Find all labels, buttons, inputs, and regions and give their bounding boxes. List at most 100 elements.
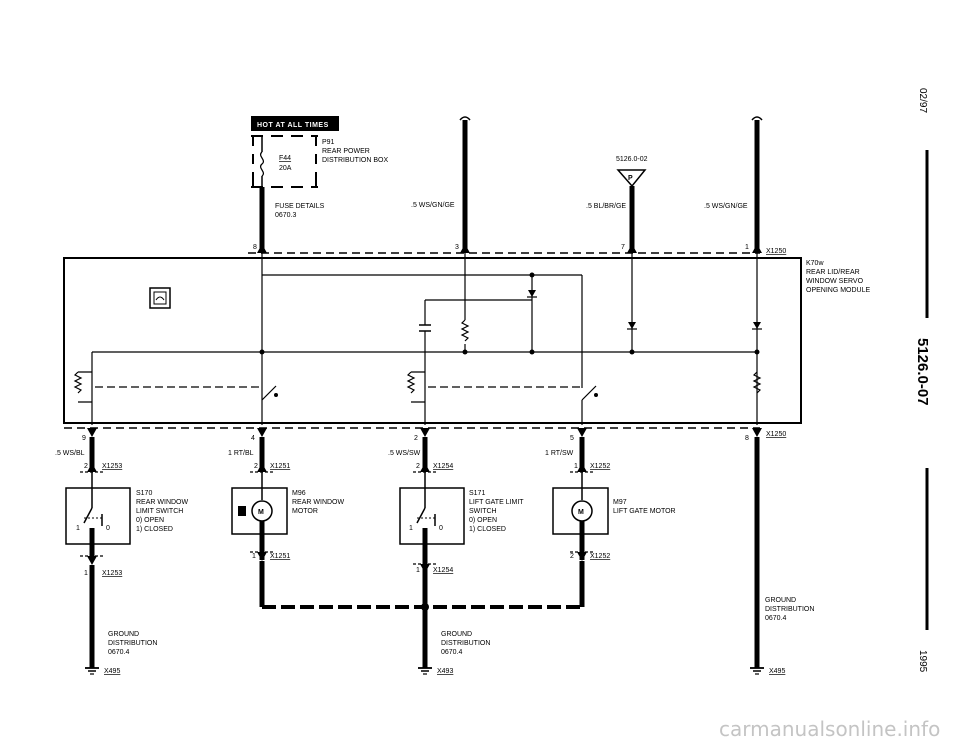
connector-label: X1251	[270, 553, 290, 560]
splice-reference: 5126.0-02	[616, 156, 648, 163]
switch-position-0: 0	[439, 525, 443, 532]
s171-lift-gate-limit-switch: 1 0 S171 LIFT GATE LIMIT SWITCH 0) OPEN …	[399, 472, 524, 575]
s170-state-open: 0) OPEN	[136, 517, 164, 524]
wire-label-m97: 1 RT/SW	[545, 450, 574, 457]
ground-2-line-2: DISTRIBUTION	[441, 640, 490, 647]
s171-name-line-1: LIFT GATE LIMIT	[469, 499, 524, 506]
ground-3-line-2: DISTRIBUTION	[765, 606, 814, 613]
switch-contact-icon	[83, 507, 93, 524]
m97-lift-gate-motor: M M97 LIFT GATE MOTOR	[552, 472, 676, 560]
m97-name-line-1: LIFT GATE MOTOR	[613, 508, 676, 515]
switch-contact-icon	[416, 507, 426, 524]
fuse-box-name-line-1: REAR POWER	[322, 148, 370, 155]
fuse-icon	[259, 151, 265, 177]
ground-1-line-2: DISTRIBUTION	[108, 640, 157, 647]
connector-label: X1253	[102, 463, 122, 470]
fuse-box-code: P91	[322, 139, 335, 146]
pin-arrow-icon	[420, 428, 430, 437]
pin-number: 4	[251, 435, 255, 442]
s170-name-line-2: LIMIT SWITCH	[136, 508, 183, 515]
connector-label-top: X1250	[766, 248, 786, 255]
s171-state-closed: 1) CLOSED	[469, 526, 506, 533]
ground-2-id: X493	[437, 668, 453, 675]
m96-name-line-2: MOTOR	[292, 508, 318, 515]
pin-arrow-icon	[87, 463, 97, 472]
pin-number: 9	[82, 435, 86, 442]
diode-icon	[628, 322, 636, 329]
electronic-module-icon	[149, 287, 171, 309]
ground-1-id: X495	[104, 668, 120, 675]
watermark: carmanualsonline.info	[719, 717, 940, 741]
pin-number: 1	[416, 567, 420, 574]
s171-state-open: 0) OPEN	[469, 517, 497, 524]
connector-label: X1252	[590, 463, 610, 470]
ground-wiring: GROUND DISTRIBUTION 0670.4 X495 GROUND D…	[85, 561, 814, 675]
connector-x1250-top: 8 3 7 1 X1250	[248, 240, 786, 255]
motor-letter: M	[258, 509, 264, 516]
pin-number: 2	[414, 435, 418, 442]
module-name-line-3: OPENING MODULE	[806, 287, 871, 294]
motor-gear-icon	[238, 506, 246, 516]
s170-name-line-1: REAR WINDOW	[136, 499, 189, 506]
relay-contact-icon	[261, 385, 277, 401]
ground-icon	[85, 667, 99, 675]
pin-number: 1	[574, 463, 578, 470]
page-number: 5126.0-07	[914, 338, 931, 406]
ground-3-line-1: GROUND	[765, 597, 796, 604]
relay-coil-icon	[406, 371, 416, 394]
diode-icon	[528, 290, 536, 297]
servo-module: K70w REAR LID/REAR WINDOW SERVO OPENING …	[63, 253, 871, 425]
relay-coil-icon	[73, 371, 83, 394]
relay-contact-icon	[581, 385, 597, 401]
motor-letter: M	[578, 509, 584, 516]
wire-continuation-icon	[751, 116, 763, 121]
s170-code: S170	[136, 490, 152, 497]
pin-arrow-icon	[87, 556, 97, 565]
ground-icon	[750, 667, 764, 675]
fuse-box-name-line-2: DISTRIBUTION BOX	[322, 157, 388, 164]
connector-x1250-bottom: 9 4 2 5 8 X1250	[64, 427, 786, 442]
s171-code: S171	[469, 490, 485, 497]
m97-code: M97	[613, 499, 627, 506]
m96-code: M96	[292, 490, 306, 497]
connector-label: X1253	[102, 570, 122, 577]
top-wires: .5 WS/GN/GE 5126.0-02 P .5 BL/BR/GE .5 W…	[411, 116, 763, 240]
wire-label-s170: .5 WS/BL	[55, 450, 85, 457]
ground-2-line-3: 0670.4	[441, 649, 463, 656]
model-year: 1995	[917, 650, 928, 673]
resistor-icon	[752, 371, 762, 394]
pin-number: 8	[253, 244, 257, 251]
wire-label-m96: 1 RT/BL	[228, 450, 254, 457]
switch-position-0: 0	[106, 525, 110, 532]
pin-number: 2	[254, 463, 258, 470]
pin-arrow-icon	[420, 463, 430, 472]
pin-arrow-icon	[577, 463, 587, 472]
connector-label: X1251	[270, 463, 290, 470]
pin-number: 2	[84, 463, 88, 470]
pin-arrow-icon	[257, 463, 267, 472]
fuse-box: HOT AT ALL TIMES P91 REAR POWER DISTRIBU…	[251, 116, 388, 240]
wire-label-top-a: .5 WS/GN/GE	[411, 202, 455, 209]
wire-continuation-icon	[459, 116, 471, 121]
pin-arrow-icon	[420, 564, 430, 573]
connector-label-bottom: X1250	[766, 431, 786, 438]
splice-triangle-icon	[616, 169, 647, 188]
switch-position-1: 1	[76, 525, 80, 532]
ground-2-line-1: GROUND	[441, 631, 472, 638]
switch-position-1: 1	[409, 525, 413, 532]
pin-arrow-icon	[257, 428, 267, 437]
wire-label-s171: .5 WS/SW	[388, 450, 421, 457]
page-margin: 02/97 5126.0-07 1995	[914, 88, 931, 673]
s170-limit-switch: 1 0 S170 REAR WINDOW LIMIT SWITCH 0) OPE…	[65, 472, 189, 560]
pin-number: 1	[84, 570, 88, 577]
fuse-details-label: FUSE DETAILS	[275, 203, 325, 210]
pin-number: 2	[570, 553, 574, 560]
pin-arrow-icon	[577, 552, 587, 561]
splice-dot-icon	[421, 603, 429, 611]
ground-icon	[418, 667, 432, 675]
pin-number: 1	[745, 244, 749, 251]
diode-icon	[753, 322, 761, 329]
ground-3-line-3: 0670.4	[765, 615, 787, 622]
connector-label: X1252	[590, 553, 610, 560]
